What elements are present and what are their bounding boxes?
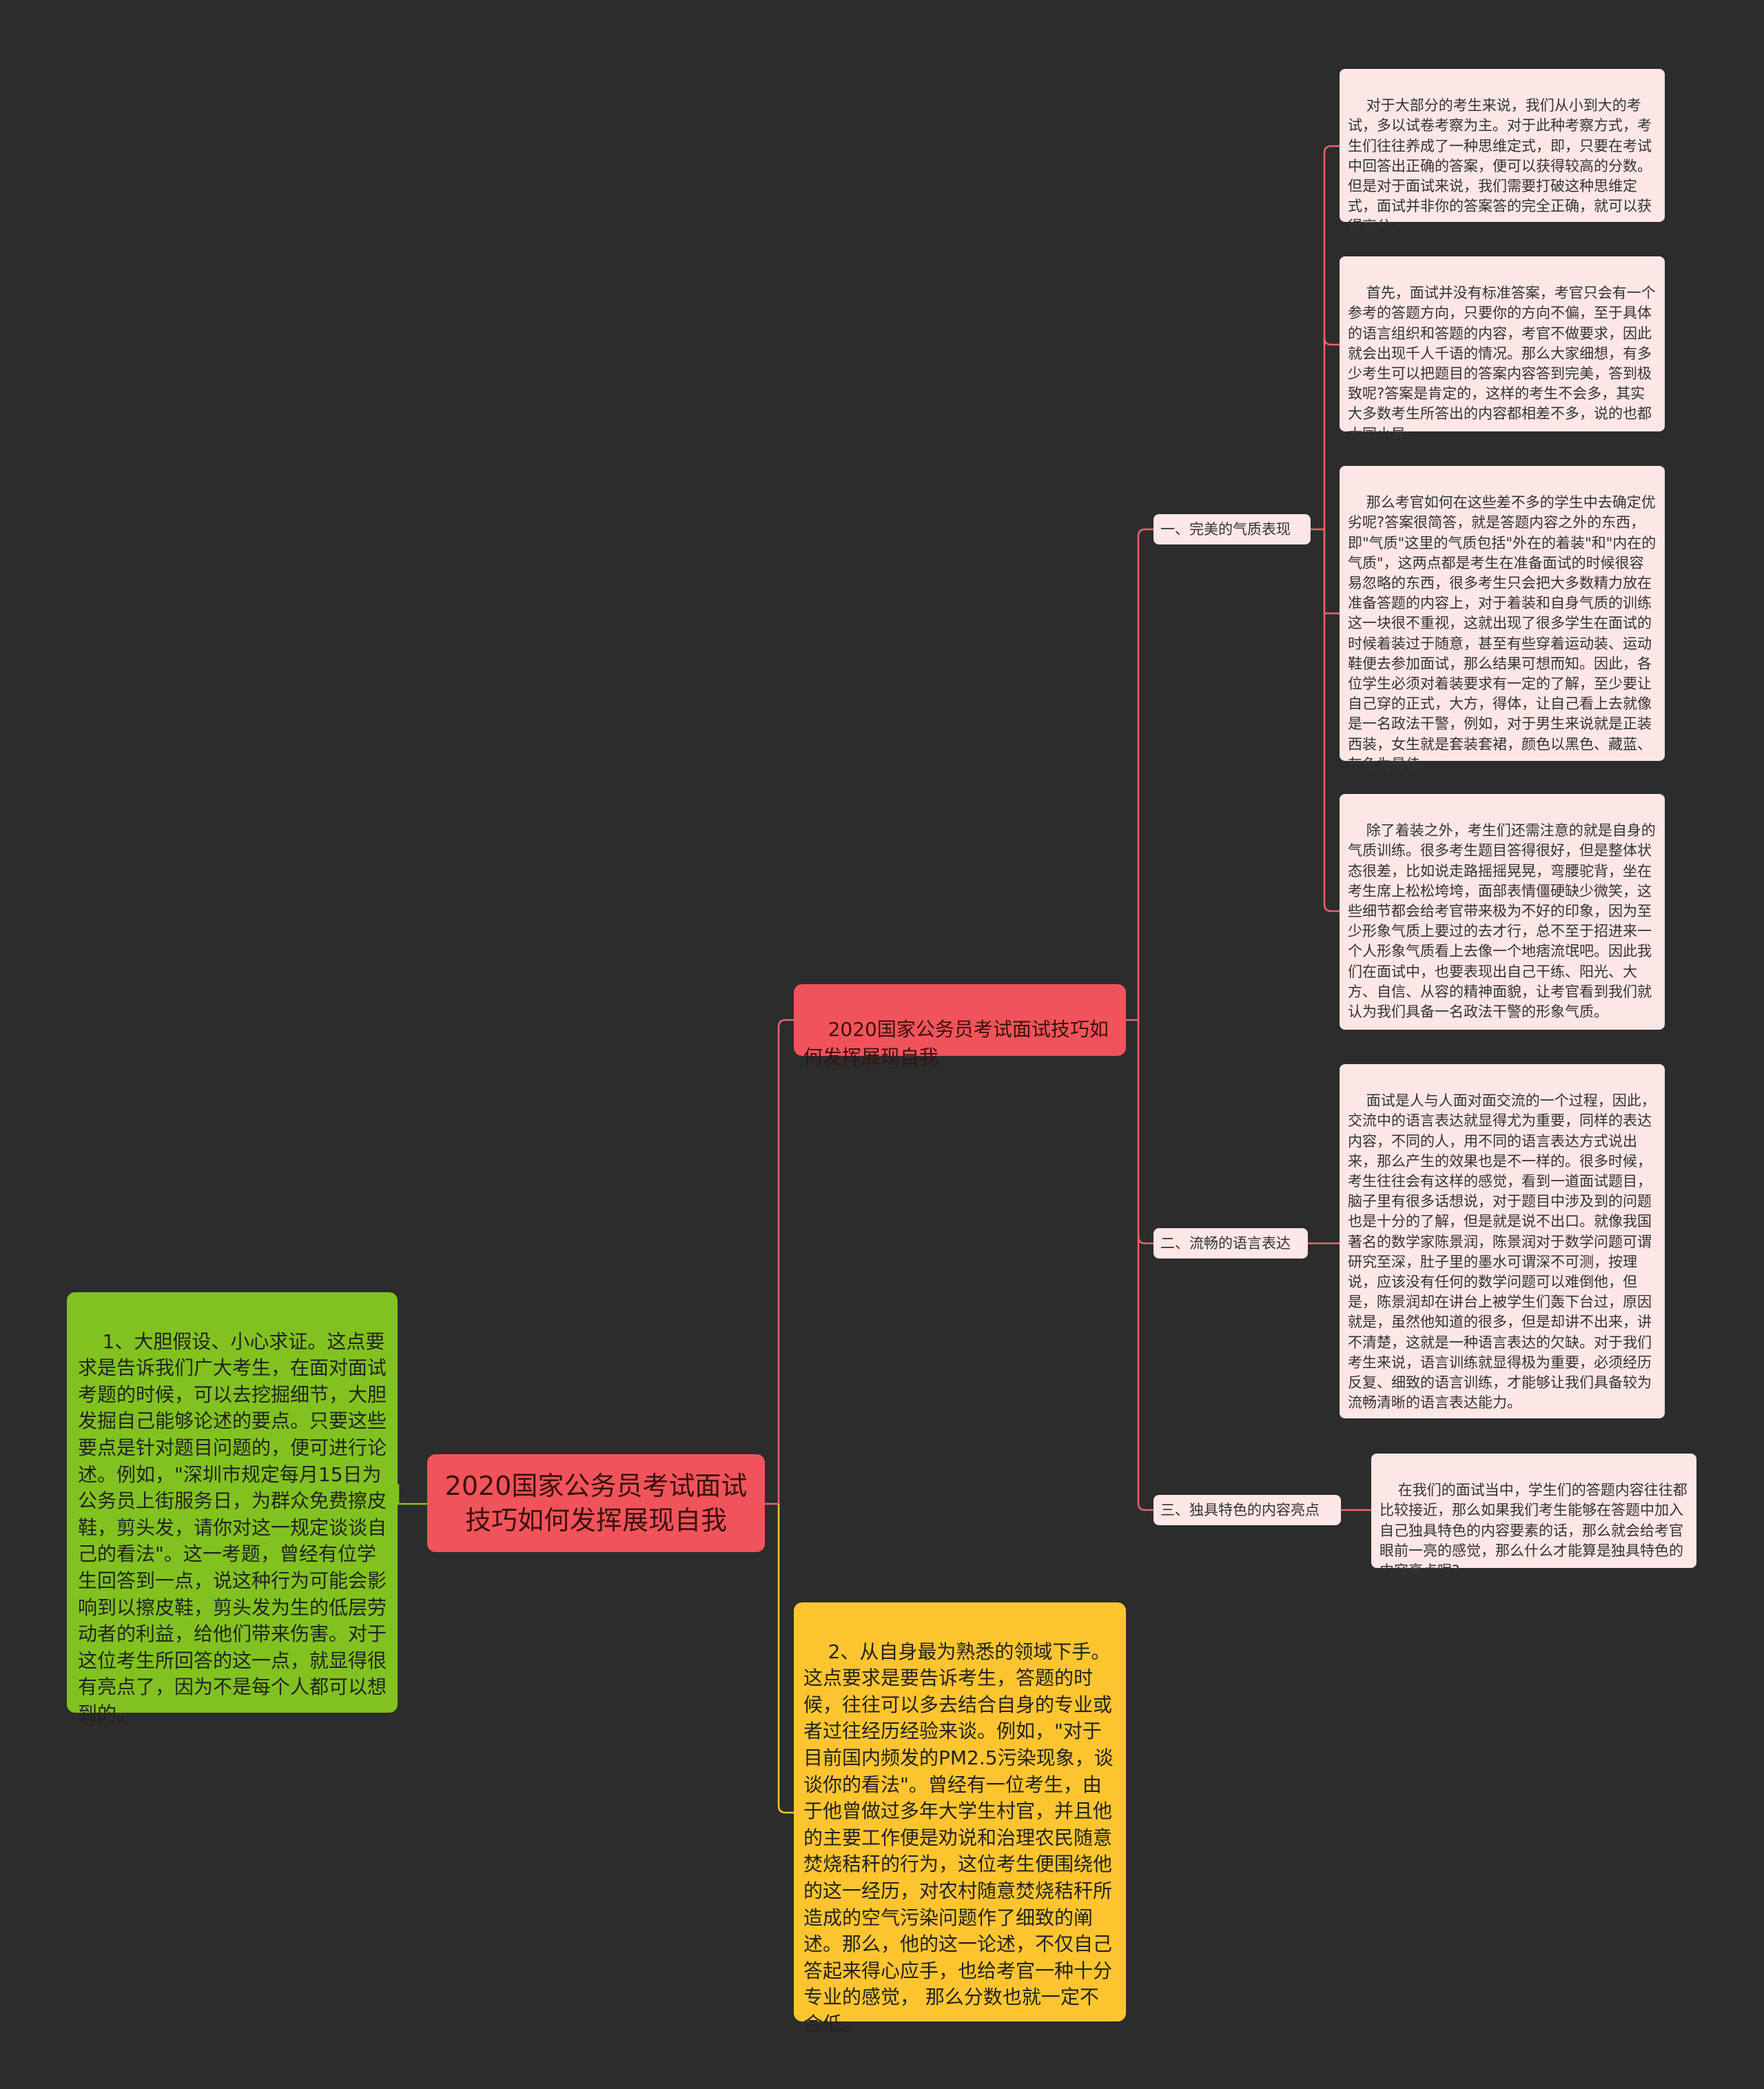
leaf-1-1[interactable]: 对于大部分的考生来说，我们从小到大的考试，多以试卷考察为主。对于此种考察方式，考…	[1340, 69, 1665, 234]
connector-topic-sub1	[1126, 528, 1153, 1021]
subtopic-3[interactable]: 三、独具特色的内容亮点	[1153, 1495, 1341, 1525]
root-node[interactable]: 2020国家公务员考试面试技巧如何发挥展现自我	[427, 1454, 765, 1552]
root-label: 2020国家公务员考试面试技巧如何发挥展现自我	[444, 1471, 748, 1536]
leaf-3-1[interactable]: 在我们的面试当中，学生们的答题内容往往都比较接近，那么如果我们考生能够在答题中加…	[1371, 1454, 1696, 1579]
right-yellow-text: 2、从自身最为熟悉的领域下手。这点要求是要告诉考生，答题的时候，往往可以多去结合…	[803, 1640, 1114, 2035]
left-branch-text: 1、大胆假设、小心求证。这点要求是告诉我们广大考生，在面对面试考题的时候，可以去…	[78, 1329, 387, 1725]
leaf-1-2-text: 首先，面试并没有标准答案，考官只会有一个参考的答题方向，只要你的方向不偏，至于具…	[1348, 285, 1656, 442]
connector-topic-sub3	[1137, 1236, 1153, 1511]
connector-root-yellow	[777, 1504, 794, 1814]
leaf-1-4[interactable]: 除了着装之外，考生们还需注意的就是自身的气质训练。很多考生题目答得很好，但是整体…	[1340, 794, 1665, 1030]
left-branch-node[interactable]: 1、大胆假设、小心求证。这点要求是告诉我们广大考生，在面对面试考题的时候，可以去…	[67, 1292, 398, 1725]
leaf-1-3-text: 那么考官如何在这些差不多的学生中去确定优劣呢?答案很简答，就是答题内容之外的东西…	[1348, 494, 1657, 773]
leaf-1-2[interactable]: 首先，面试并没有标准答案，考官只会有一个参考的答题方向，只要你的方向不偏，至于具…	[1340, 256, 1665, 442]
connector-topic-sub2	[1137, 1020, 1153, 1245]
connector-sub1-leaf4	[1323, 529, 1340, 913]
leaf-2-1[interactable]: 面试是人与人面对面交流的一个过程，因此，交流中的语言表达就显得尤为重要，同样的表…	[1340, 1064, 1665, 1418]
subtopic-3-label: 三、独具特色的内容亮点	[1160, 1502, 1320, 1518]
leaf-1-1-text: 对于大部分的考生来说，我们从小到大的考试，多以试卷考察为主。对于此种考察方式，考…	[1348, 97, 1652, 235]
connector-root-topic	[765, 1019, 794, 1505]
right-topic-node[interactable]: 2020国家公务员考试面试技巧如何发挥展现自我	[794, 984, 1126, 1068]
right-topic-label: 2020国家公务员考试面试技巧如何发挥展现自我	[803, 1018, 1109, 1068]
subtopic-1-label: 一、完美的气质表现	[1160, 521, 1291, 538]
leaf-1-3[interactable]: 那么考官如何在这些差不多的学生中去确定优劣呢?答案很简答，就是答题内容之外的东西…	[1340, 466, 1665, 773]
connector-root-left	[397, 1484, 427, 1505]
leaf-3-1-text: 在我们的面试当中，学生们的答题内容往往都比较接近，那么如果我们考生能够在答题中加…	[1380, 1482, 1688, 1580]
connector-sub1-leaf3	[1323, 529, 1340, 615]
connector-sub1-leaf2	[1323, 337, 1340, 346]
leaf-2-1-text: 面试是人与人面对面交流的一个过程，因此，交流中的语言表达就显得尤为重要，同样的表…	[1348, 1092, 1656, 1412]
subtopic-2[interactable]: 二、流畅的语言表达	[1153, 1228, 1308, 1259]
leaf-1-4-text: 除了着装之外，考生们还需注意的就是自身的气质训练。很多考生题目答得很好，但是整体…	[1348, 822, 1656, 1021]
right-yellow-node[interactable]: 2、从自身最为熟悉的领域下手。这点要求是要告诉考生，答题的时候，往往可以多去结合…	[794, 1602, 1126, 2035]
connector-sub1-leaf1	[1311, 145, 1340, 531]
subtopic-2-label: 二、流畅的语言表达	[1160, 1235, 1291, 1252]
subtopic-1[interactable]: 一、完美的气质表现	[1153, 514, 1311, 544]
